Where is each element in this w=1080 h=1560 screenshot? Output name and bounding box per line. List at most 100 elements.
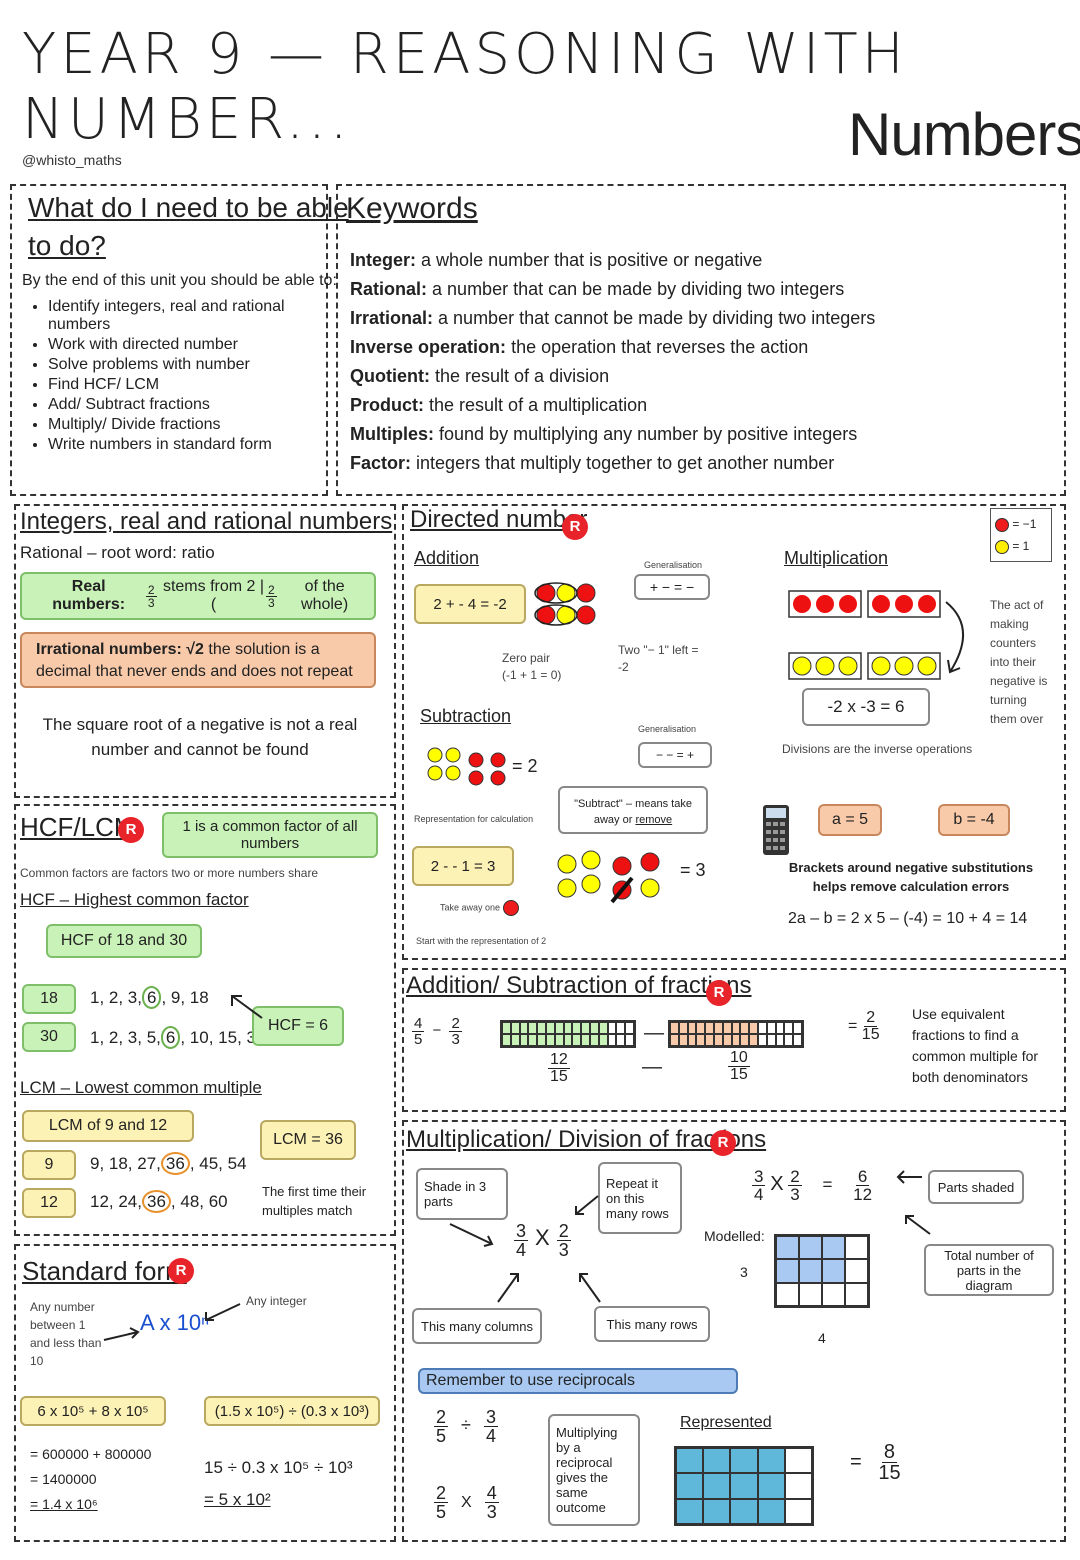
todo-list: Identify integers, real and rational num… <box>26 296 348 456</box>
hcf-example: HCF of 18 and 30 <box>46 924 202 958</box>
r-badge: R <box>562 514 588 540</box>
keyword-row: Multiples: found by multiplying any numb… <box>350 424 858 444</box>
divisions-note: Divisions are the inverse operations <box>782 742 973 756</box>
real-label: Real numbers: <box>52 578 126 613</box>
rows-box: This many rows <box>594 1306 710 1342</box>
r-badge: R <box>706 980 732 1006</box>
arrow-icon <box>103 1327 140 1341</box>
lcm-example: LCM of 9 and 12 <box>22 1110 194 1142</box>
arrow-icon <box>231 995 263 1019</box>
standard-formula: A x 10ⁿ <box>140 1310 210 1335</box>
keyword-row: Rational: a number that can be made by d… <box>350 279 845 299</box>
r-badge: R <box>710 1130 736 1156</box>
rational-text: Rational – root word: ratio <box>20 543 215 562</box>
take-away-equals: = 3 <box>680 860 706 880</box>
add-fractions-panel <box>402 968 1066 1112</box>
standard-example-2: (1.5 x 10⁵) ÷ (0.3 x 10³) <box>204 1396 380 1426</box>
minus-sign: — <box>644 1022 664 1044</box>
todo-heading-line1: What do I need to be able <box>28 192 349 223</box>
keyword-row: Factor: integers that multiply together … <box>350 453 835 473</box>
counter-legend: = −1 = 1 <box>990 508 1052 562</box>
red-counter-icon <box>502 900 519 916</box>
columns-box: This many columns <box>412 1308 542 1344</box>
two-left-label: Two "− 1" left = -2 <box>618 643 699 674</box>
directed-heading: Directed number <box>410 506 588 533</box>
add-fractions-heading: Addition/ Subtraction of fractions <box>406 972 752 999</box>
page-title: YEAR 9 — REASONING WITH NUMBER... <box>22 22 908 152</box>
brackets-note: Brackets around negative substitutions h… <box>788 860 1034 894</box>
arrow-icon <box>905 1215 931 1235</box>
generalisation-label: Generalisation <box>644 560 703 570</box>
lcm-result: LCM = 36 <box>260 1120 356 1160</box>
lcm-title: LCM – Lowest common multiple <box>20 1078 262 1097</box>
hcf-panel <box>14 804 396 1236</box>
list-item: Identify integers, real and rational num… <box>48 298 348 334</box>
number-9: 9 <box>22 1150 76 1180</box>
total-parts-box: Total number of parts in the diagram <box>924 1244 1054 1296</box>
number-18: 18 <box>22 984 76 1014</box>
real-text: stems from 2 | ( <box>162 578 265 613</box>
zero-pair-counters <box>534 582 596 626</box>
standard-right-note: Any integer <box>246 1294 307 1308</box>
list-item: Find HCF/ LCM <box>48 376 348 394</box>
list-item: Add/ Subtract fractions <box>48 396 348 414</box>
represented-label: Represented <box>680 1414 772 1431</box>
a-value: a = 5 <box>818 804 882 836</box>
arrow-icon <box>449 1223 494 1247</box>
standard-example-1: 6 x 10⁵ + 8 x 10⁵ <box>20 1396 166 1426</box>
common-factors-text: Common factors are factors two or more n… <box>20 866 319 880</box>
keyword-row: Irrational: a number that cannot be made… <box>350 308 876 328</box>
r-badge: R <box>118 817 144 843</box>
list-item: Multiply/ Divide fractions <box>48 416 348 434</box>
keywords-list: Integer: a whole number that is positive… <box>350 246 875 478</box>
start-with-label: Start with the representation of 2 <box>416 936 547 946</box>
r-badge: R <box>168 1258 194 1284</box>
subtraction-title: Subtraction <box>420 706 512 726</box>
author-handle: @whisto_maths <box>22 152 122 168</box>
arrow-icon <box>497 1273 519 1303</box>
mult-fractions-heading: Multiplication/ Division of fractions <box>406 1126 767 1153</box>
representation-label: Representation for calculation <box>414 814 534 824</box>
fraction-bar-green <box>500 1020 636 1048</box>
equivalent-note: Use equivalent fractions to find a commo… <box>912 1006 1039 1085</box>
mult-fractions-panel <box>402 1120 1066 1542</box>
arrow-icon <box>205 1303 241 1321</box>
substitution-line: 2a – b = 2 x 5 – (-4) = 10 + 4 = 14 <box>788 910 1028 927</box>
directed-panel <box>402 504 1066 960</box>
grid-side-3: 3 <box>740 1264 748 1280</box>
reciprocals-banner: Remember to use reciprocals <box>418 1368 738 1394</box>
irrational-box: Irrational numbers: √2 the solution is a… <box>20 632 376 688</box>
list-item: Solve problems with number <box>48 356 348 374</box>
standard-left-note: Any number between 1 and less than 10 <box>30 1300 102 1368</box>
arrow-icon <box>896 1170 922 1184</box>
red-counters-group <box>788 590 941 618</box>
hcf-heading: HCF/LCM <box>20 812 136 842</box>
take-away-counters <box>557 850 660 904</box>
number-30: 30 <box>22 1022 76 1052</box>
standard-working-1: = 600000 + 800000 = 1400000 = 1.4 x 10⁶ <box>30 1446 152 1512</box>
standard-form-panel <box>14 1244 396 1542</box>
arrow-icon <box>579 1273 601 1303</box>
curved-arrow-icon <box>945 601 964 674</box>
keyword-row: Inverse operation: the operation that re… <box>350 337 809 357</box>
keywords-heading: Keywords <box>346 192 478 225</box>
take-away-label: Take away one <box>440 900 519 916</box>
factors-18: 1, 2, 3,6, 9, 18 <box>90 986 209 1009</box>
generalisation-2: − − = + <box>638 742 712 768</box>
subtraction-counters <box>427 747 506 786</box>
real-text2: of the whole) <box>301 578 349 613</box>
integers-heading: Integers, real and rational numbers <box>20 508 393 535</box>
todo-heading-line2: to do? <box>28 230 106 261</box>
fraction-bar-orange <box>668 1020 804 1048</box>
subtract-means-box: "Subtract" – means take away or remove <box>558 786 708 834</box>
